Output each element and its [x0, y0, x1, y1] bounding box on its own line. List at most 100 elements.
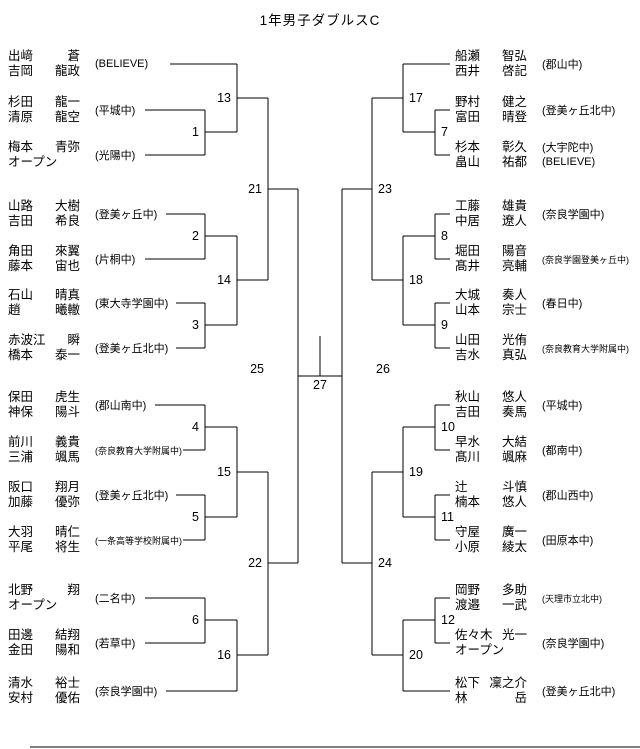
pair-names: 早水大結 髙川颯麻	[455, 435, 527, 465]
surname: 工藤	[455, 199, 481, 213]
pair-names: 堀田陽音 髙井亮輔	[455, 244, 527, 273]
player2-name: 西井啓記	[455, 64, 527, 79]
given-name: 颯馬	[54, 449, 80, 464]
bracket-entry: 杉本彰久 畠山祐都 (大宇陀中) (BELIEVE)	[455, 140, 595, 169]
player1-name: 阪口翔月	[8, 480, 80, 495]
surname: 大城	[455, 288, 481, 302]
bracket-entry: 山路大樹 吉田希良 (登美ヶ丘中)	[8, 199, 157, 228]
bracket-entry: 大羽晴仁 平尾将生 (一条高等学校附属中)	[8, 525, 182, 554]
match-number: 6	[192, 613, 199, 627]
given-name: 悠人	[501, 390, 527, 404]
club-label: (奈良教育大学附属中)	[542, 343, 629, 354]
given-name: 健之	[501, 95, 527, 109]
player1-name: 杉本彰久	[455, 140, 527, 155]
player2-name: 安村優佑	[8, 690, 80, 706]
surname: 清原	[8, 109, 34, 124]
bracket-entry: 早水大結 髙川颯麻 (都南中)	[455, 435, 582, 465]
surname: 吉岡	[8, 63, 34, 78]
club-label: (登美ヶ丘北中)	[542, 686, 616, 698]
tournament-title: 1年男子ダブルスC	[259, 13, 381, 28]
bracket-entry: 田邊結翔 金田陽和 (若草中)	[8, 628, 135, 657]
given-name: 晴仁	[54, 525, 80, 539]
surname: 角田	[8, 244, 34, 258]
surname: 中居	[455, 213, 481, 228]
surname: 楠本	[455, 494, 481, 509]
pair-names: 守屋廣一 小原綾太	[455, 525, 527, 555]
pair-names: 杉本彰久 畠山祐都	[455, 140, 527, 169]
given-name: 多助	[501, 583, 527, 597]
surname: 辻	[455, 480, 468, 494]
given-name: 奏人	[501, 288, 527, 302]
pair-names: 辻斗慎 楠本悠人	[455, 480, 527, 509]
match-number: 17	[409, 91, 423, 105]
player1-name: 守屋廣一	[455, 525, 527, 540]
pair-names: 角田來翼 藤本宙也	[8, 244, 80, 273]
club-label: (奈良学園中)	[95, 686, 158, 698]
club-label: (大宇陀中) (BELIEVE)	[542, 141, 595, 169]
player1-name: 梅本青弥	[8, 140, 80, 155]
pair-names: 北野翔 オープン	[8, 583, 80, 612]
club-label: (登美ヶ丘北中)	[95, 343, 169, 355]
player2-name: 山本宗士	[455, 303, 527, 318]
surname: オープン	[8, 597, 58, 612]
player2-name: 橋本泰一	[8, 348, 80, 363]
club-label: (BELIEVE)	[95, 58, 149, 70]
given-name: 翔	[67, 583, 80, 597]
given-name: 祐都	[501, 154, 527, 169]
player1-name: 山田光侑	[455, 333, 527, 348]
match-number: 21	[248, 182, 262, 196]
player1-name: 野村健之	[455, 95, 527, 110]
surname: 髙川	[455, 449, 481, 464]
bracket-entry: 保田虎生 神保陽斗 (郡山南中)	[8, 390, 146, 420]
surname: 小原	[455, 539, 481, 554]
player2-name: 中居遼人	[455, 213, 527, 229]
player1-name: 杉田龍一	[8, 95, 80, 110]
surname: 林	[455, 690, 468, 705]
given-name: 優佑	[54, 690, 80, 705]
bracket-entry: 守屋廣一 小原綾太 (田原本中)	[455, 525, 593, 555]
given-name: 一武	[501, 597, 527, 612]
surname: 杉本	[455, 140, 481, 154]
player2-name: 髙川颯麻	[455, 449, 527, 465]
bracket-entry: 秋山悠人 吉田奏馬 (平城中)	[455, 390, 582, 419]
pair-names: 船瀬智弘 西井啓記	[455, 49, 527, 79]
player2-name: 林岳	[455, 690, 527, 706]
surname: 堀田	[455, 244, 481, 258]
player1-name: 清水裕士	[8, 676, 80, 691]
given-name: 奏馬	[501, 404, 527, 419]
given-name: 岳	[514, 690, 527, 705]
bracket-entry: 山田光侑 吉水真弘 (奈良教育大学附属中)	[455, 333, 629, 362]
surname: 秋山	[455, 390, 481, 404]
player2-name: 神保陽斗	[8, 405, 80, 420]
surname: 藤本	[8, 258, 34, 273]
bracket-entry: 松下凜之介 林岳 (登美ヶ丘北中)	[455, 676, 616, 706]
pair-names: 田邊結翔 金田陽和	[8, 628, 80, 657]
player1-name: 前川義貴	[8, 435, 80, 450]
bracket-entry: 杉田龍一 清原龍空 (平城中)	[8, 95, 135, 124]
pair-names: 阪口翔月 加藤優弥	[8, 480, 80, 509]
surname: 金田	[8, 642, 34, 657]
given-name: 曦轍	[54, 302, 80, 317]
bracket-entry: 佐々木光一 オープン (奈良学園中)	[455, 628, 604, 658]
player2-name: オープン	[455, 643, 527, 658]
surname: 守屋	[455, 525, 481, 539]
club-label: (東大寺学園中)	[95, 298, 169, 310]
surname: 富田	[455, 109, 481, 124]
surname: 髙井	[455, 258, 481, 273]
player2-name: 小原綾太	[455, 539, 527, 555]
player1-name: 辻斗慎	[455, 480, 527, 495]
pair-names: 杉田龍一 清原龍空	[8, 95, 80, 124]
match-number: 19	[409, 465, 423, 479]
surname: 吉田	[455, 404, 481, 419]
given-name: 将生	[54, 539, 80, 554]
bracket-entry: 前川義貴 三浦颯馬 (奈良教育大学附属中)	[8, 435, 182, 464]
match-number: 3	[192, 318, 199, 332]
player1-name: 赤波江瞬	[8, 333, 80, 348]
given-name: 大樹	[54, 199, 80, 213]
surname: 杉田	[8, 95, 34, 109]
surname: 船瀬	[455, 49, 481, 63]
player2-name: 渡邉一武	[455, 597, 527, 613]
player1-name: 田邊結翔	[8, 628, 80, 643]
